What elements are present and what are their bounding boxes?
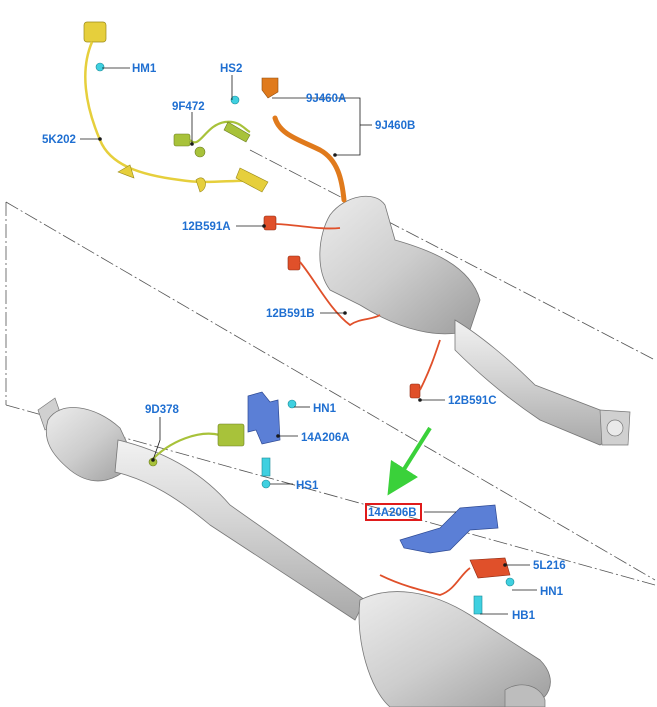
sensor-9d378 bbox=[148, 423, 245, 467]
label-12b591c: 12B591C bbox=[448, 395, 497, 407]
upper-catalyst-assembly bbox=[319, 196, 631, 446]
sensor-9f472 bbox=[173, 120, 251, 158]
leader-lines bbox=[80, 67, 537, 615]
label-12b591a: 12B591A bbox=[182, 221, 231, 233]
pipe-9j460 bbox=[261, 77, 347, 203]
label-hn1-lower: HN1 bbox=[540, 586, 564, 598]
label-hm1: HM1 bbox=[132, 63, 157, 75]
label-5l216: 5L216 bbox=[533, 560, 566, 572]
label-12b591b: 12B591B bbox=[266, 308, 315, 320]
lower-exhaust-assembly bbox=[37, 397, 551, 707]
label-hb1: HB1 bbox=[512, 610, 536, 622]
label-hn1-upper: HN1 bbox=[313, 403, 337, 415]
fasteners-upper bbox=[95, 62, 240, 105]
label-5k202: 5K202 bbox=[42, 134, 76, 146]
harness-5k202 bbox=[83, 21, 269, 193]
label-14a206a: 14A206A bbox=[301, 432, 350, 444]
label-9d378: 9D378 bbox=[145, 404, 179, 416]
bracket-14a206a bbox=[247, 391, 297, 489]
label-9j460b: 9J460B bbox=[375, 120, 415, 132]
bracket-14a206b bbox=[379, 504, 515, 615]
label-hs1: HS1 bbox=[296, 480, 319, 492]
label-hs2: HS2 bbox=[220, 63, 242, 75]
label-14a206b: 14A206B bbox=[368, 507, 417, 519]
sensors-12b591 bbox=[263, 215, 441, 399]
part-labels: HM1 5K202 HS2 9F472 9J460A 9J460B 12B591… bbox=[42, 63, 566, 622]
label-9f472: 9F472 bbox=[172, 101, 205, 113]
label-9j460a: 9J460A bbox=[306, 93, 346, 105]
pointer-arrow bbox=[387, 426, 432, 496]
highlight-box bbox=[365, 503, 422, 521]
